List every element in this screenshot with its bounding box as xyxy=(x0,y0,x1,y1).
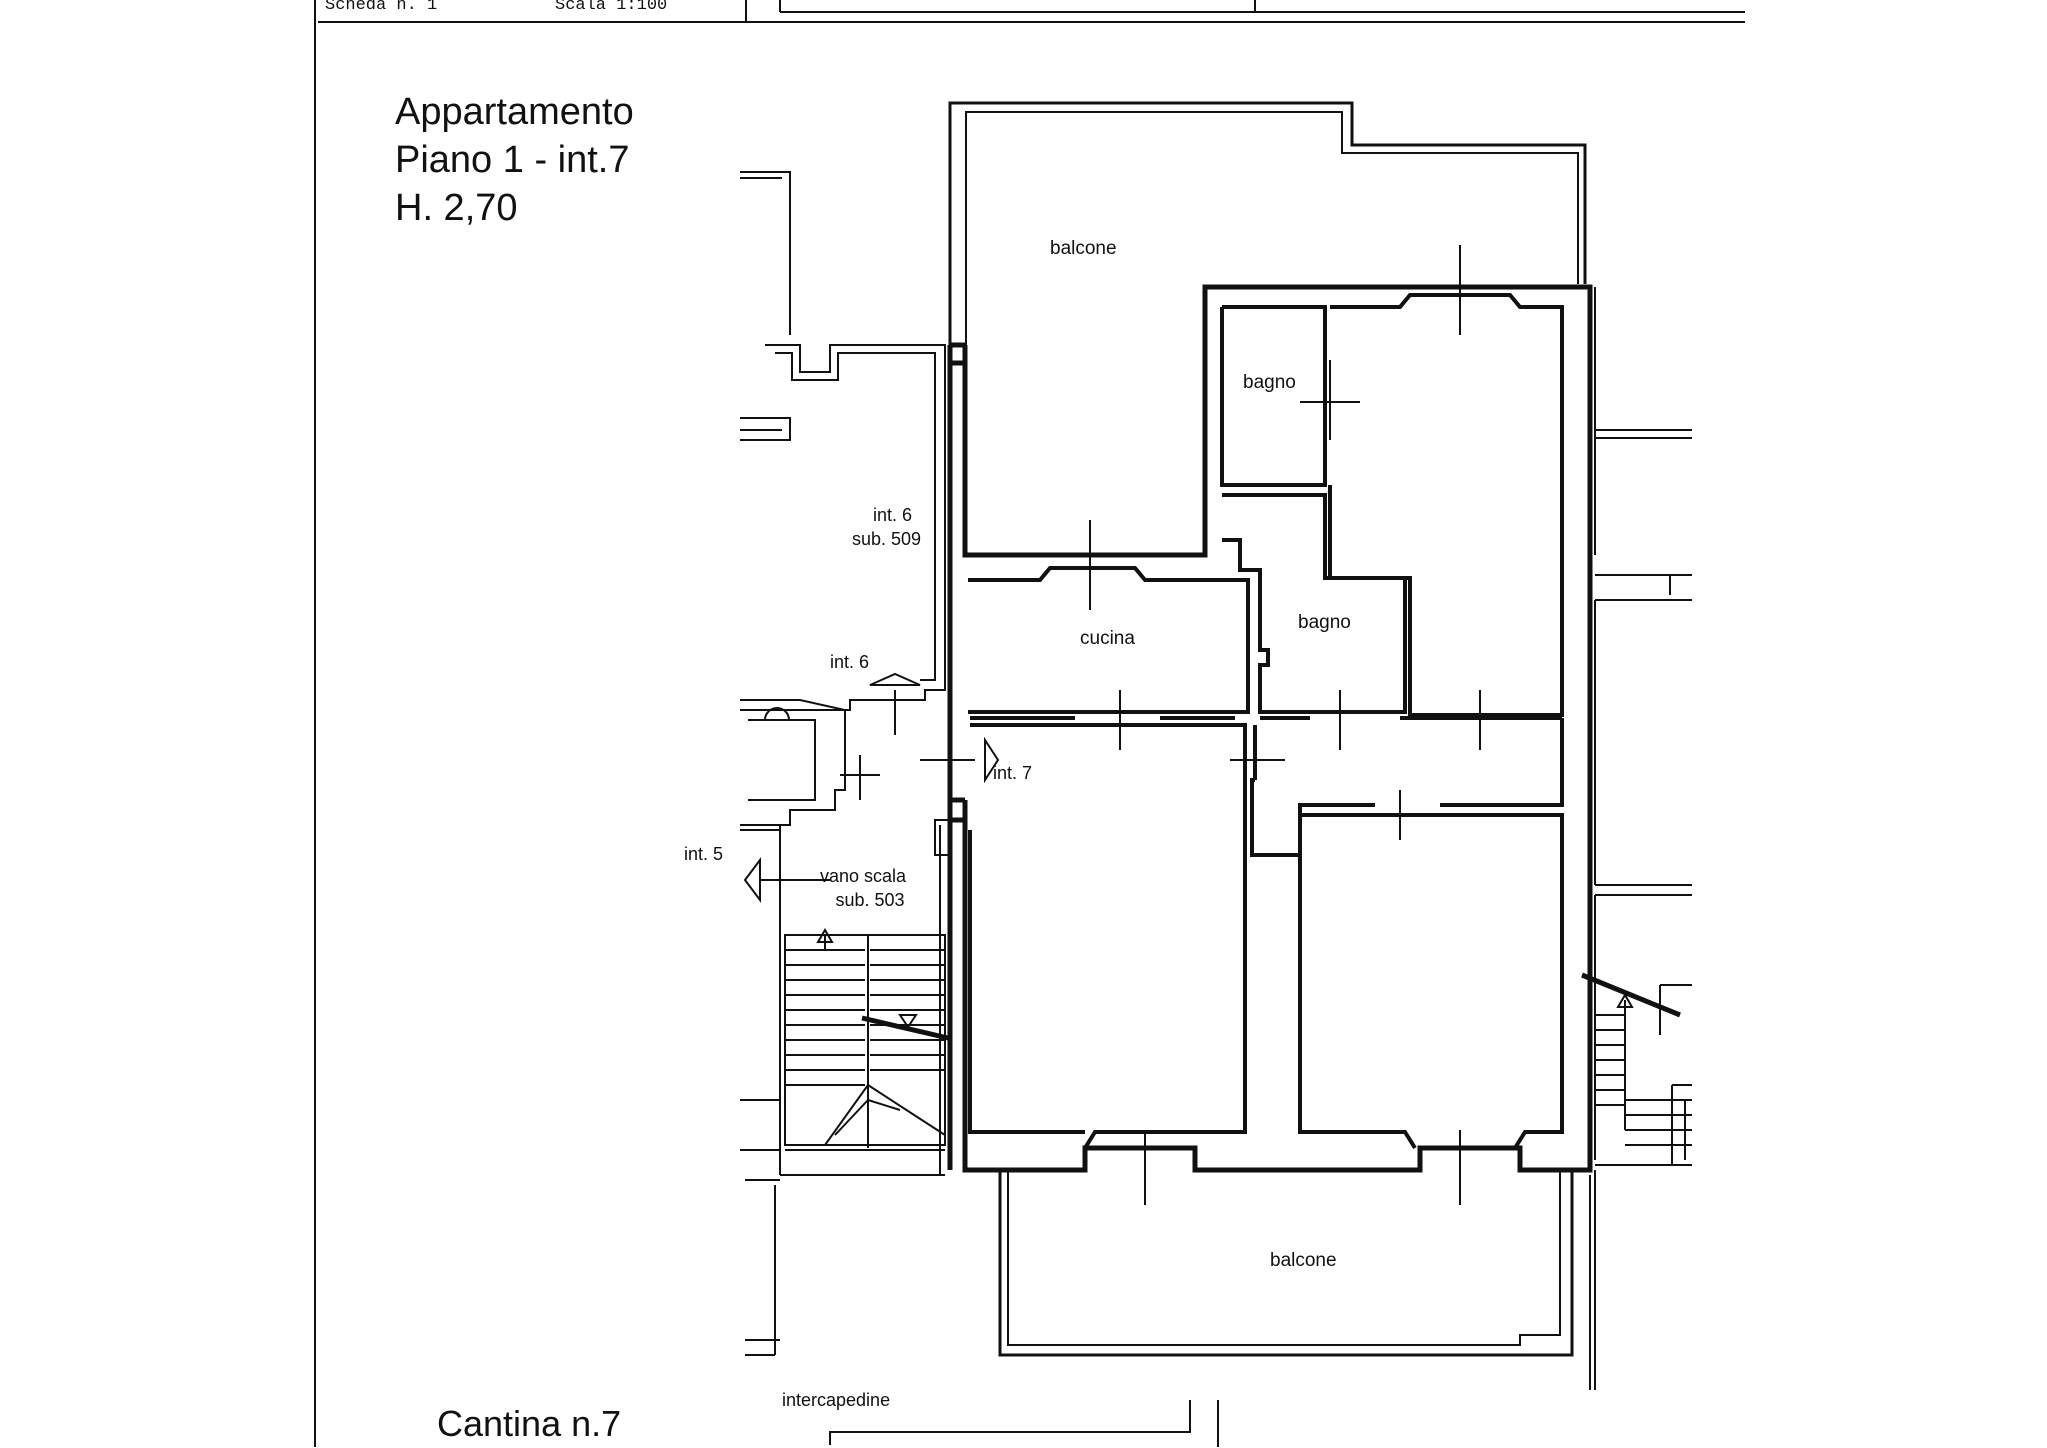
plan-title: Appartamento Piano 1 - int.7 H. 2,70 xyxy=(395,88,634,232)
title-line-3: H. 2,70 xyxy=(395,187,518,229)
adjacent-unit-sub: sub. 509 xyxy=(852,529,922,549)
door-label-int6: int. 6 xyxy=(830,652,870,672)
sheet-number: Scheda n. 1 xyxy=(325,0,438,15)
door-label-int5: int. 5 xyxy=(684,844,724,864)
room-label-balcone-bottom: balcone xyxy=(1270,1250,1337,1271)
scale-label: Scala 1:100 xyxy=(555,0,668,15)
room-label-balcone-top: balcone xyxy=(1050,238,1117,259)
title-line-2: Piano 1 - int.7 xyxy=(395,139,630,181)
room-label-bagno-1: bagno xyxy=(1243,372,1296,393)
door-label-int7: int. 7 xyxy=(993,763,1033,783)
intercapedine-label: intercapedine xyxy=(782,1390,891,1410)
cantina-title: Cantina n.7 xyxy=(437,1403,622,1444)
adjacent-unit-number: int. 6 xyxy=(873,505,913,525)
title-line-1: Appartamento xyxy=(395,91,634,133)
stairwell-label: vano scala sub. 503 xyxy=(820,864,906,912)
stairwell-sub: sub. 503 xyxy=(835,890,905,910)
stairwell-name: vano scala xyxy=(820,866,907,886)
room-label-cucina: cucina xyxy=(1080,628,1135,649)
adjacent-unit-label: int. 6 sub. 509 xyxy=(852,503,921,551)
room-label-bagno-2: bagno xyxy=(1298,612,1351,633)
